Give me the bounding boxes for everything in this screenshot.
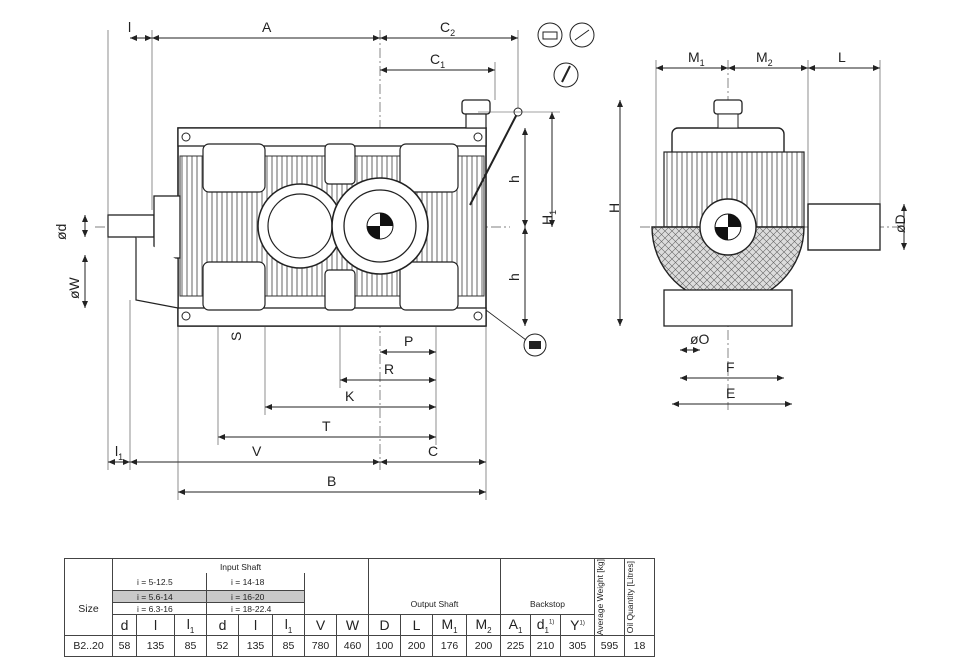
ratio-right-2: i = 18-22.4 [206, 602, 305, 616]
value-cell: 305 [560, 635, 595, 658]
dim-C-label: C [428, 443, 438, 459]
value-cell: 135 [238, 635, 273, 658]
dim-P-label: P [404, 333, 413, 349]
dim-C1-label: C1 [430, 51, 445, 70]
average-weight-header: Average Weight [kg] [594, 557, 625, 637]
dim-E-label: E [726, 385, 735, 401]
col-d: d [112, 614, 137, 637]
gearbox-housing [177, 127, 487, 327]
output-shaft [807, 203, 881, 251]
input-shaft [107, 195, 181, 309]
value-cell: 58 [112, 635, 137, 658]
gearbox-side-housing [651, 99, 805, 327]
size-header: Size [64, 557, 113, 615]
ratio-left-2: i = 6.3-16 [112, 602, 207, 616]
dim-D-label: øD [892, 214, 908, 233]
col-l1: l1 [272, 614, 305, 637]
dim-M2-label: M2 [756, 49, 773, 68]
dim-B-label: B [327, 473, 336, 489]
dim-d-label: ød [53, 224, 69, 240]
col-V: V [304, 614, 337, 637]
ratio-left-0: i = 5-12.5 [112, 573, 207, 592]
dim-W-label: øW [66, 276, 82, 299]
value-cell: 780 [304, 635, 337, 658]
col-d: d [206, 614, 239, 637]
dim-h-bottom-label: h [506, 273, 522, 281]
output-shaft-header: Output Shaft [368, 557, 501, 616]
value-cell: 52 [206, 635, 239, 658]
dim-C2-label: C2 [440, 19, 455, 38]
table-row: B2..20 58 135 85 52 135 85 780 460 100 2… [64, 635, 655, 658]
dim-L-label: L [838, 49, 846, 65]
value-cell: 210 [530, 635, 561, 658]
value-cell: 85 [174, 635, 207, 658]
side-view: M1 M2 L H øD øO F E [606, 49, 908, 410]
value-cell: 225 [500, 635, 531, 658]
value-cell: 460 [336, 635, 369, 658]
col-L: L [400, 614, 433, 637]
dim-K-label: K [345, 388, 355, 404]
col-W: W [336, 614, 369, 637]
dim-O-label: øO [690, 331, 710, 347]
col-Y: Y1) [560, 614, 595, 637]
col-d1: d11) [530, 614, 561, 637]
col-M2: M2 [466, 614, 501, 637]
dim-h-top-label: h [506, 175, 522, 183]
col-l1: l1 [174, 614, 207, 637]
dim-H-label: H [606, 203, 622, 213]
input-shaft-header: Input Shaft [112, 558, 369, 573]
dimension-table: Size Input Shaft Output Shaft Backstop A… [64, 557, 655, 658]
dipstick-symbol-icon [553, 62, 579, 88]
col-l: l [136, 614, 175, 637]
dim-A-label: A [262, 19, 272, 35]
value-cell: 135 [136, 635, 175, 658]
value-cell: 18 [624, 635, 655, 658]
col-M1: M1 [432, 614, 467, 637]
front-view: l A C2 C1 ød øW h h H1 S P R K T l1 V C … [53, 19, 595, 500]
value-cell: 595 [594, 635, 625, 658]
value-cell: 200 [466, 635, 501, 658]
dim-S-label: S [228, 332, 244, 341]
ratio-left-1: i = 5.6-14 [112, 590, 207, 604]
dim-T-label: T [322, 418, 331, 434]
oil-quantity-header: Oil Quantity [Litres] [624, 557, 655, 637]
value-cell: 176 [432, 635, 467, 658]
dim-l-label: l [128, 19, 131, 35]
dim-l1-label: l1 [115, 443, 123, 462]
dim-R-label: R [384, 361, 394, 377]
breather-cap [461, 99, 491, 129]
ratio-right-1: i = 16-20 [206, 590, 305, 604]
dim-H1-label: H1 [539, 210, 558, 225]
size-cell: B2..20 [64, 635, 113, 658]
col-D: D [368, 614, 401, 637]
column-symbols-row: d l l1 d l l1 V W D L M1 M2 A1 d11) Y1) [64, 614, 655, 637]
gearbox-dimension-drawing: l A C2 C1 ød øW h h H1 S P R K T l1 V C … [53, 19, 908, 500]
value-cell: 200 [400, 635, 433, 658]
lubrication-symbol-icon [537, 22, 595, 48]
value-cell: 85 [272, 635, 305, 658]
dim-M1-label: M1 [688, 49, 705, 68]
dim-V-label: V [252, 443, 262, 459]
backstop-header: Backstop [500, 557, 595, 616]
col-A1: A1 [500, 614, 531, 637]
dim-F-label: F [726, 359, 735, 375]
col-l: l [238, 614, 273, 637]
value-cell: 100 [368, 635, 401, 658]
ratio-right-0: i = 14-18 [206, 573, 305, 592]
drain-symbol-icon [523, 333, 547, 357]
